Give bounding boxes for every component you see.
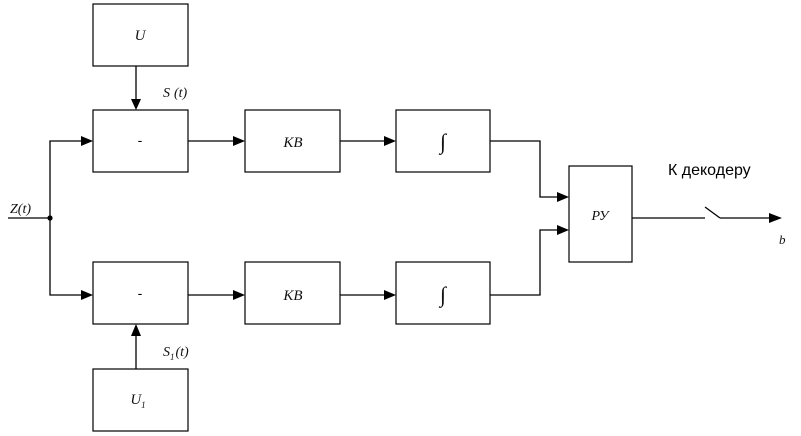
arrow-into-kv-bottom [233,290,245,300]
squarer-top-block: KB [244,109,341,173]
arrow-into-sub-bottom [81,290,93,300]
generator-top-block: U [92,3,189,67]
to-decoder-label: К декодеру [668,162,751,179]
arrow-into-kv-top [233,136,245,146]
wire-int-top-to-ru [490,140,558,198]
arrow-gen-top [131,99,141,110]
subtractor-top-label: - [138,132,143,148]
input-signal-label: Z(t) [10,202,31,217]
integrator-top-label: ∫ [438,129,448,155]
arrow-output [769,213,782,223]
arrow-into-ru-top [557,192,569,202]
wire-split-top [49,140,82,218]
subtractor-top-block: - [92,109,189,173]
squarer-bottom-block: KB [244,261,341,325]
arrow-into-int-bottom [384,290,396,300]
arrow-into-sub-top [81,136,93,146]
wires [8,66,782,369]
arrow-gen-bottom [131,324,141,336]
subtractor-bottom-label: - [138,285,143,301]
integrator-bottom-block: ∫ [395,261,491,325]
generator-bottom-block: U1 [92,368,189,432]
decision-device-label: РУ [591,209,611,224]
squarer-top-label: KB [282,135,302,151]
decision-device-block: РУ [568,165,633,263]
integrator-top-block: ∫ [395,109,491,173]
wire-split-bottom [49,218,82,296]
arrow-into-ru-bottom [557,225,569,235]
squarer-bottom-label: KB [282,288,302,304]
signal-s-bottom-label: S1(t) [163,345,189,362]
arrow-into-int-top [384,136,396,146]
integrator-bottom-label: ∫ [438,282,448,308]
generator-bottom-label: U1 [130,392,145,410]
subtractor-bottom-block: - [92,261,189,325]
wire-int-bottom-to-ru [490,229,558,296]
signal-s-top-label: S(t) [163,86,188,101]
generator-top-label: U [135,28,147,44]
output-label: b [779,232,786,247]
switch-blade [704,206,721,219]
